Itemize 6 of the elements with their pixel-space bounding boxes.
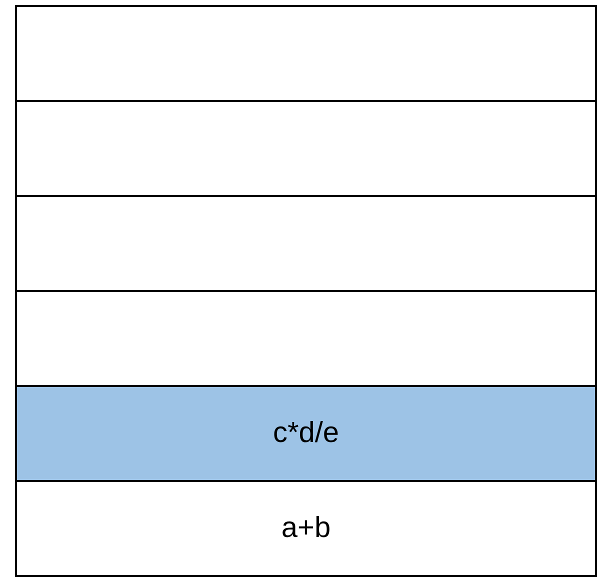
stack-slot: c*d/e — [15, 385, 597, 482]
empty-stack-slot — [15, 195, 597, 292]
empty-stack-slot — [15, 100, 597, 197]
empty-stack-slot — [15, 290, 597, 387]
empty-stack-slot — [15, 5, 597, 102]
stack-slot: a+b — [15, 480, 597, 577]
